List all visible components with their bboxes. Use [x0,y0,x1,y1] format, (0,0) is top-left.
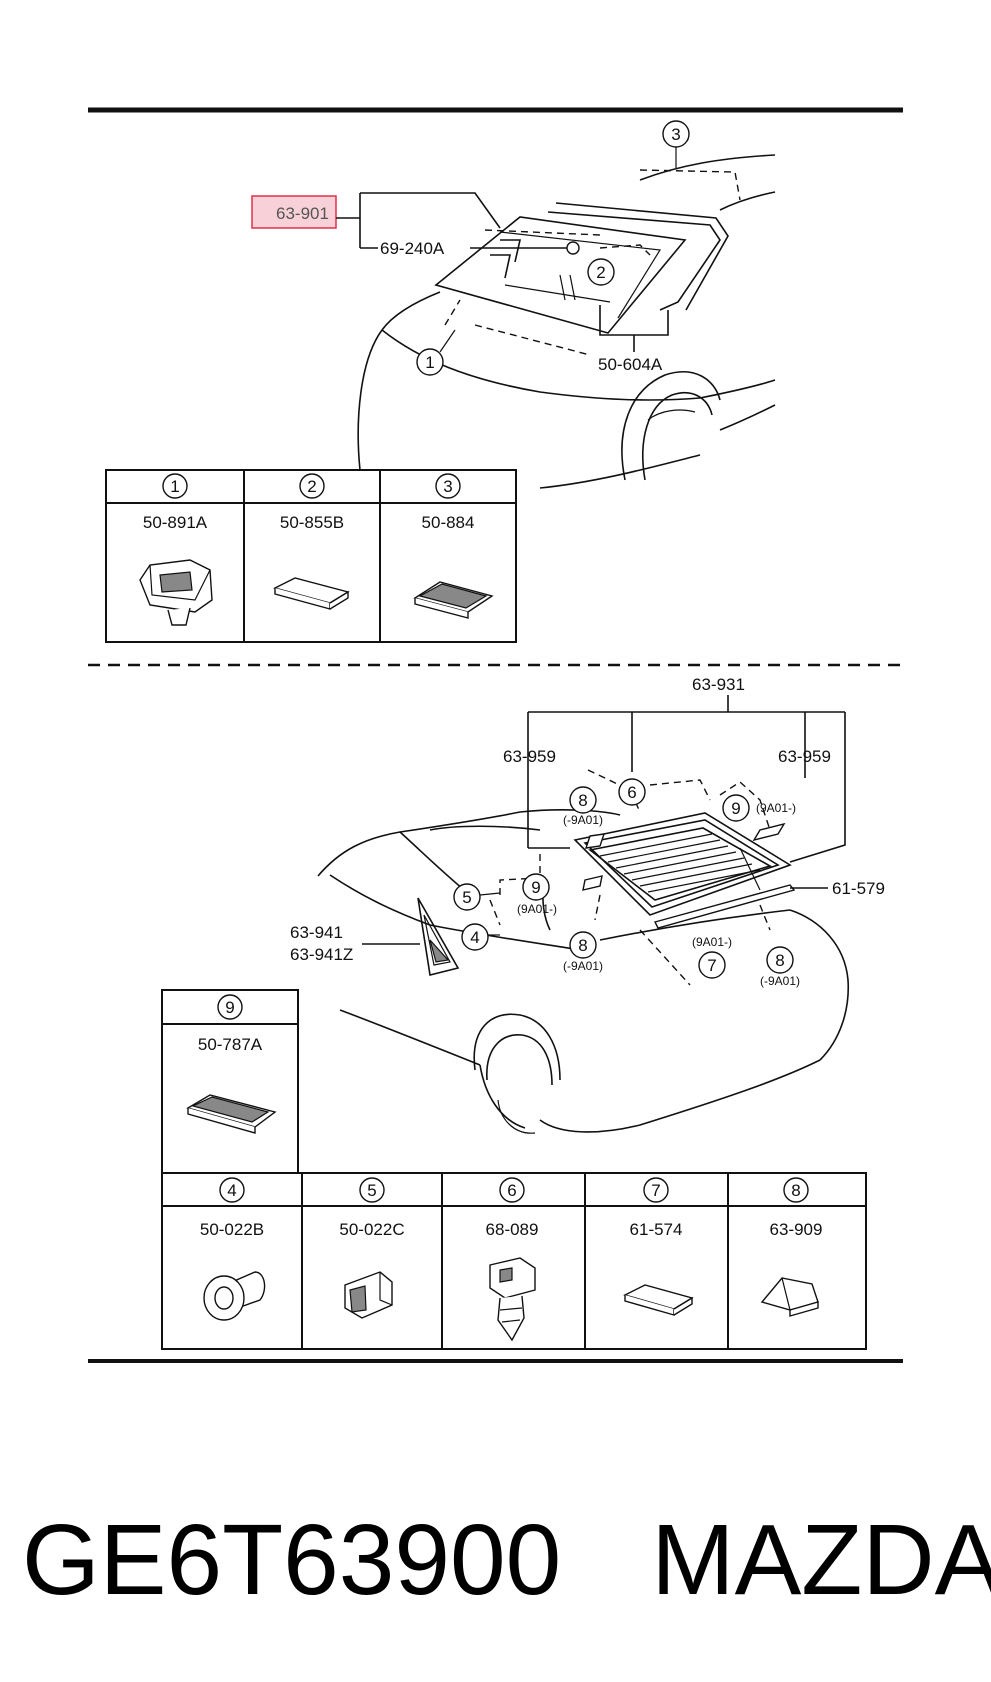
dash-1 [474,324,591,356]
svg-text:6: 6 [627,783,636,802]
dash-2 [444,299,461,326]
svg-text:9: 9 [531,878,540,897]
svg-text:4: 4 [470,928,479,947]
callout-b-9-top: 9 (9A01-) [722,794,796,842]
svg-text:5: 5 [367,1181,376,1200]
leader-63-931 [527,711,846,863]
svg-text:1: 1 [425,353,434,372]
callout-b-9-mid: 9 (9A01-) [517,873,603,916]
svg-text:8: 8 [775,951,784,970]
svg-text:2: 2 [307,477,316,496]
svg-text:9: 9 [225,998,234,1017]
bottom-table-cell-5: 5 50-022C [339,1177,405,1319]
svg-text:8: 8 [578,791,587,810]
moulding-end-marker [566,241,580,255]
top-table-cell-2: 2 50-855B [273,473,350,610]
top-parts-table: 1 50-891A 2 50-855B 3 50-884 [105,469,517,643]
footer-part-number: GE6T63900 [22,1504,562,1616]
svg-text:8: 8 [791,1181,800,1200]
callout-2: 2 [587,258,615,286]
highlight-box [251,195,337,229]
bottom-parts-table: 4 50-022B 5 50-022C 6 68-089 [161,1172,867,1350]
top-table-cell-1: 1 50-891A [139,473,213,626]
svg-text:(-9A01): (-9A01) [563,959,603,973]
callout-b-4: 4 [461,923,500,951]
top-table-cell-3: 3 50-884 [413,473,494,619]
callout-1: 1 [416,329,456,376]
clip-50-022b-icon [203,1271,266,1321]
svg-text:(9A01-): (9A01-) [756,801,796,815]
clip-50-891a-icon [139,559,213,626]
clip-68-089-icon [489,1257,536,1342]
block-63-909-icon [760,1277,819,1317]
rear-glass [573,812,796,929]
svg-text:4: 4 [227,1181,236,1200]
fastener-50-884-icon [413,581,494,619]
leader-63-901 [336,192,501,249]
svg-text:50-787A: 50-787A [198,1035,263,1054]
svg-text:63-909: 63-909 [770,1220,823,1239]
bottom-table-cell-7: 7 61-574 [623,1177,694,1316]
svg-text:8: 8 [578,936,587,955]
dash-b5 [489,899,501,926]
callout-3: 3 [662,120,690,168]
callout-b-6: 6 [618,778,646,806]
svg-text:1: 1 [170,477,179,496]
svg-text:7: 7 [707,956,716,975]
svg-text:(-9A01): (-9A01) [563,813,603,827]
dash-b6 [594,894,601,921]
label-63-959-left: 63-959 [503,747,556,766]
callout-b-8-mid: 8 (-9A01) [563,931,603,973]
footer: GE6T63900 MAZDA [22,1500,991,1620]
label-63-931: 63-931 [692,675,745,694]
label-50-604a: 50-604A [598,355,663,374]
svg-text:(9A01-): (9A01-) [692,935,732,949]
svg-text:61-574: 61-574 [630,1220,683,1239]
spacer-50-855b-icon [273,577,350,610]
bottom-table-cell-4: 4 50-022B [200,1177,266,1321]
bottom-table-cell-6: 6 68-089 [486,1177,539,1342]
callout-b-5: 5 [453,883,501,911]
bottom-table-single: 9 50-787A [161,989,299,1174]
svg-text:50-855B: 50-855B [280,513,344,532]
label-63-959-right: 63-959 [778,747,831,766]
dash-b2 [649,779,711,801]
svg-text:50-022C: 50-022C [339,1220,404,1239]
svg-text:(9A01-): (9A01-) [517,902,557,916]
svg-text:2: 2 [596,263,605,282]
label-69-240a: 69-240A [380,239,445,258]
label-61-579: 61-579 [832,879,885,898]
svg-text:3: 3 [443,477,452,496]
svg-text:50-891A: 50-891A [143,513,208,532]
dash-4 [599,244,651,256]
dash-b7 [639,929,691,986]
highlight-label: 63-901 [276,204,329,223]
windshield-top [434,202,729,334]
svg-text:5: 5 [462,888,471,907]
bottom-table-cell-8: 8 63-909 [760,1177,823,1317]
dash-3 [639,169,741,201]
spacer-61-574-icon [623,1284,694,1316]
leader-50-604a [599,305,669,352]
svg-text:3: 3 [671,125,680,144]
dash-b3 [719,781,771,831]
svg-text:(-9A01): (-9A01) [760,974,800,988]
car-body-bottom [317,809,850,1134]
callout-b-7: (9A01-) 7 [692,935,732,979]
label-63-941: 63-941 [290,923,343,942]
label-63-941z: 63-941Z [290,945,353,964]
svg-text:9: 9 [731,799,740,818]
svg-text:68-089: 68-089 [486,1220,539,1239]
callout-b-8-right: 8 (-9A01) [760,946,800,988]
clip-50-022c-icon [344,1271,393,1319]
fastener-50-787a-icon [186,1094,277,1134]
svg-text:7: 7 [651,1181,660,1200]
svg-text:50-884: 50-884 [422,513,475,532]
dash-b8 [759,904,771,931]
callout-b-8-top: 8 (-9A01) [563,786,606,849]
footer-brand: MAZDA [651,1504,991,1616]
svg-text:50-022B: 50-022B [200,1220,264,1239]
svg-text:6: 6 [507,1181,516,1200]
